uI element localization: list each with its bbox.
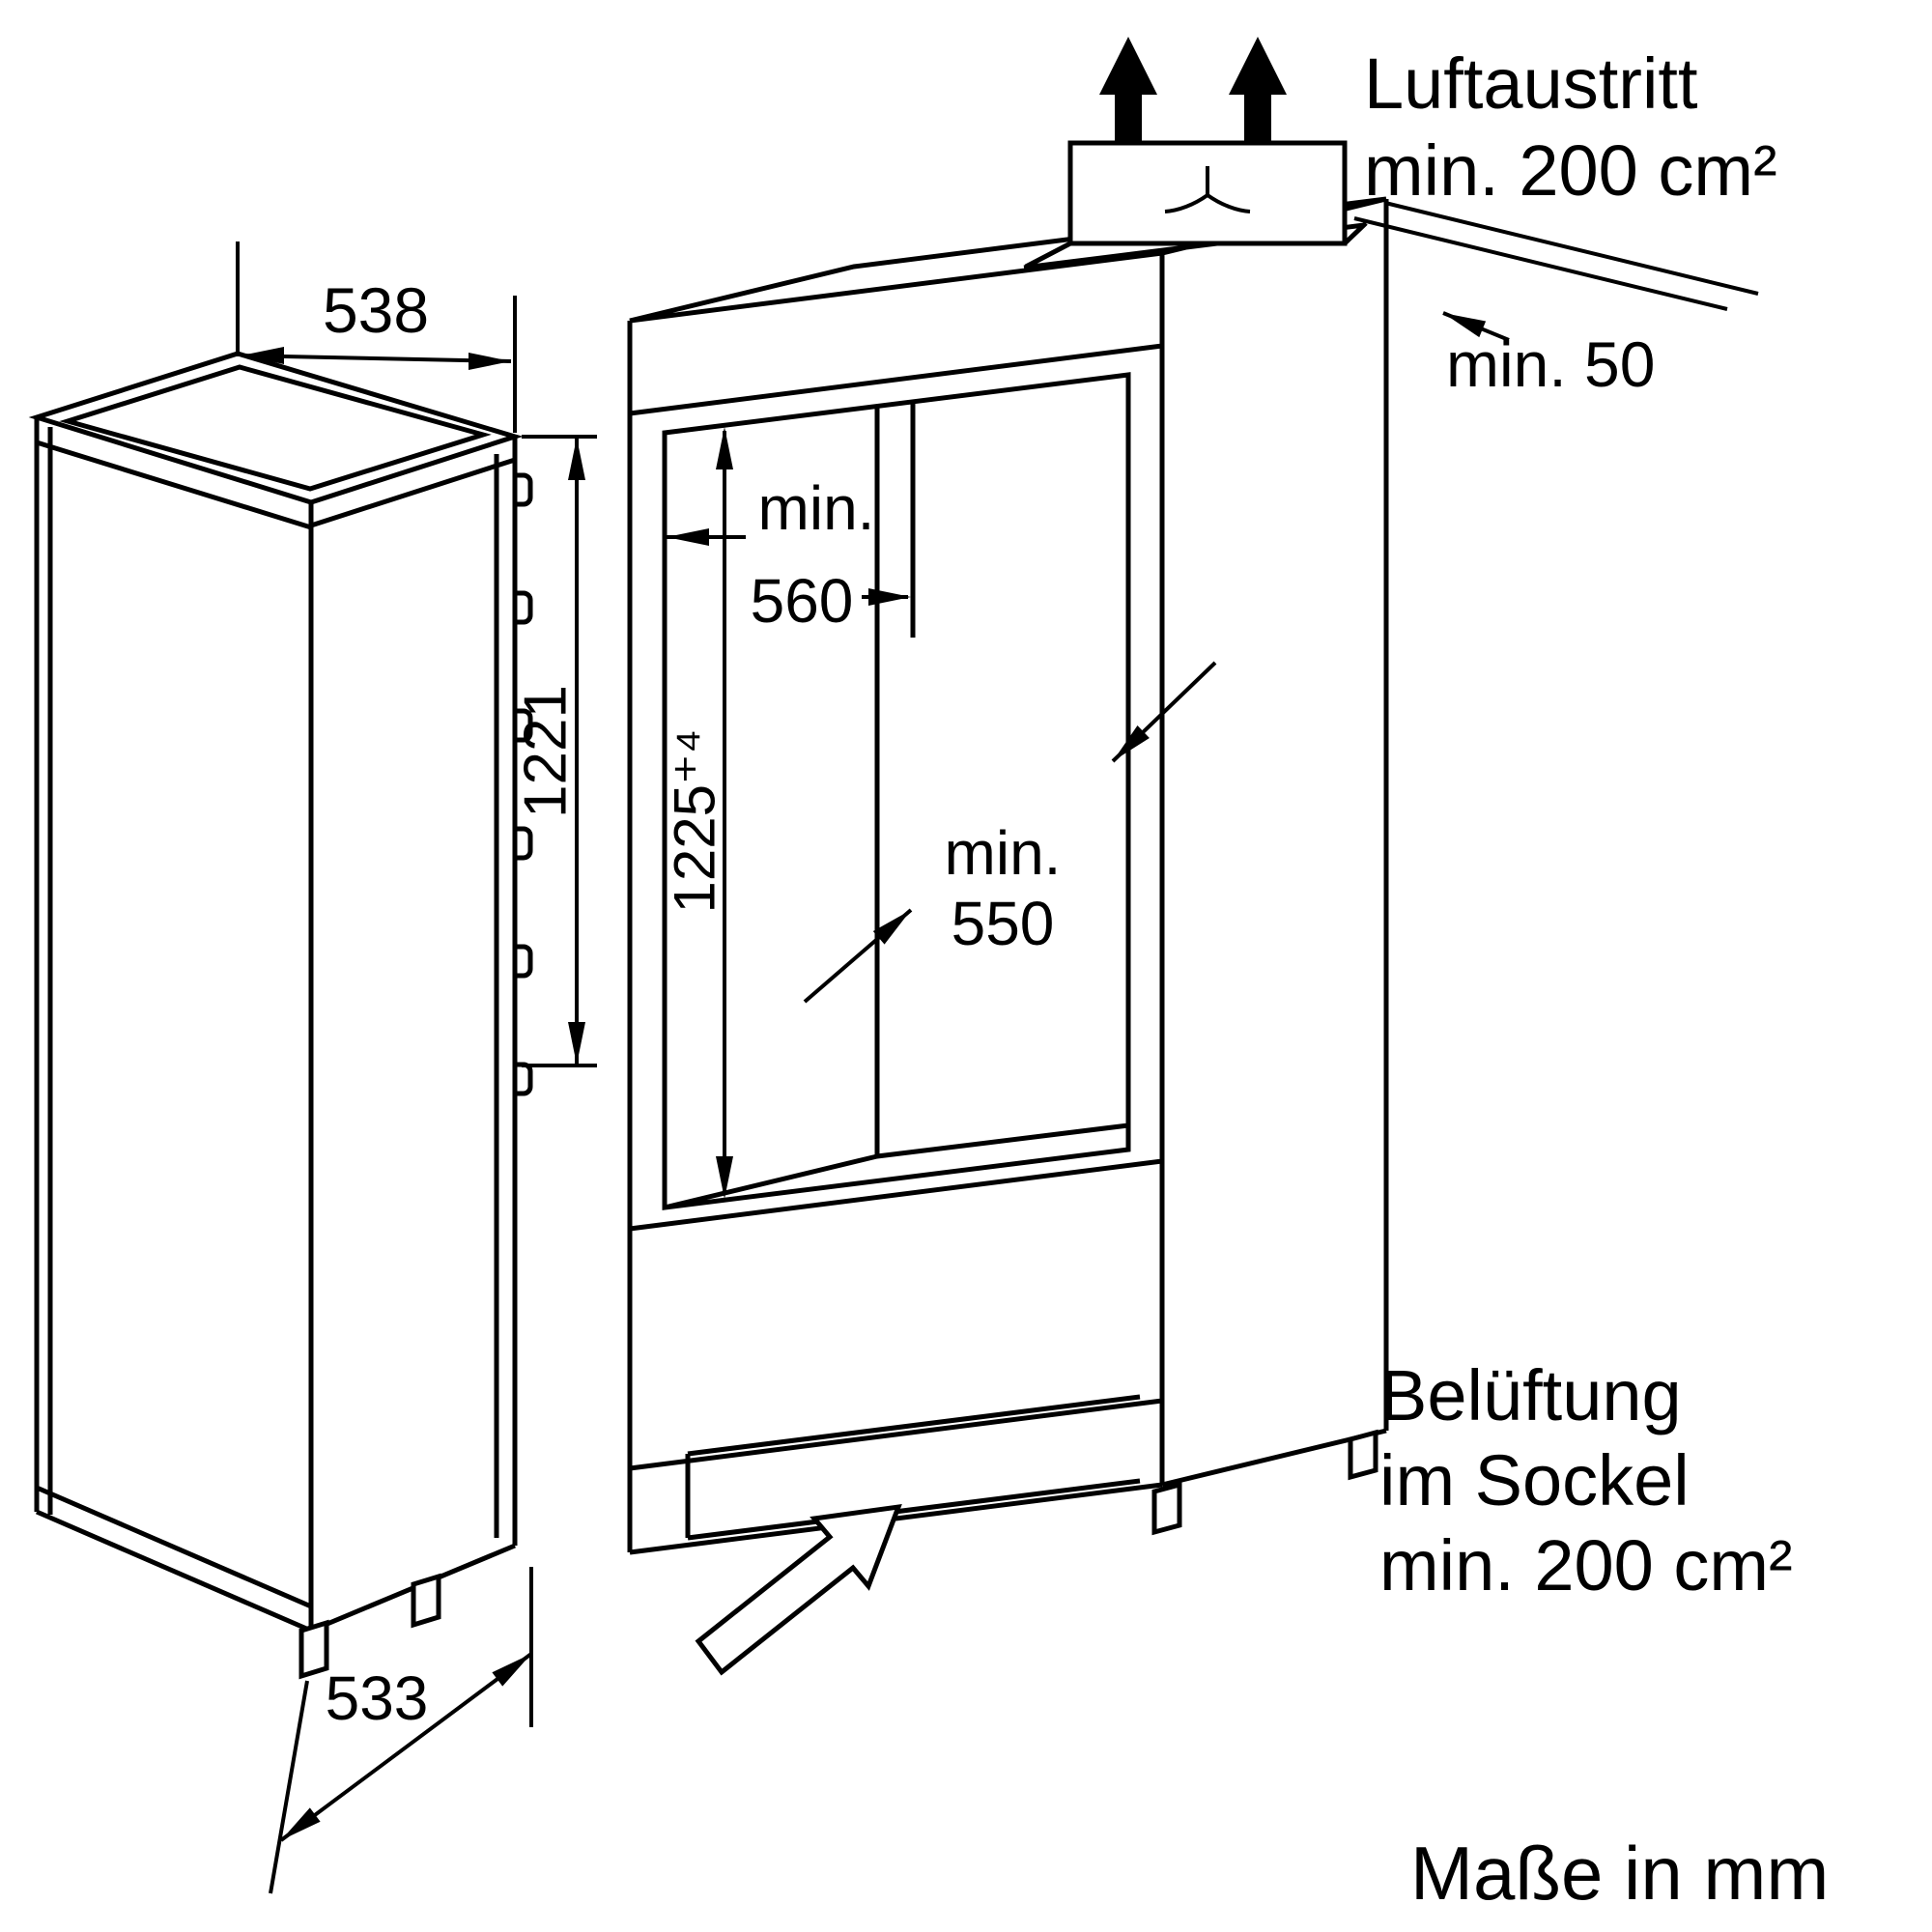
cabinet-feet [1151,1429,1378,1536]
appliance-height-dimension: 1221 [513,435,597,1067]
niche-width-value: 560 [751,566,854,636]
base-ventilation-label: Belüftung im Sockel min. 200 cm² [1379,1355,1793,1605]
dimension-lines [522,435,597,1067]
niche-depth-dimension: min. 550 [803,818,1062,1004]
cabinet-drawing [627,37,1389,1676]
appliance-width-dimension: 538 [236,242,517,433]
base-airflow-arrow-icon [695,1503,902,1676]
appliance-hinges [512,472,533,1096]
base-ventilation-line1: Belüftung [1379,1355,1682,1435]
appliance-feet [298,1573,441,1680]
air-outlet-label-line1: Luftaustritt [1364,43,1698,124]
appliance-drawing [28,351,533,1680]
appliance-height-value: 1221 [513,685,580,818]
vent-symbol-icon [1164,166,1251,213]
arrowheads [872,910,911,945]
niche-width-prefix: min. [758,473,875,543]
dimension-lines [236,242,517,433]
appliance-depth-value: 533 [326,1663,429,1733]
arrowhead [1113,725,1150,761]
side-panel-pointer [1111,661,1217,763]
air-outlet-label: Luftaustritt min. 200 cm² [1364,43,1777,211]
rear-clearance-indicator: min. 50 [1353,201,1759,400]
arrowheads [667,528,911,606]
appliance-depth-dimension: 533 [269,1567,533,1894]
airflow-up-arrows-icon [1099,37,1287,141]
base-ventilation-line2: im Sockel [1379,1440,1690,1520]
wall-gap-lines [1353,201,1759,342]
units-note: Maße in mm [1410,1831,1829,1916]
appliance-width-value: 538 [323,274,429,346]
niche-depth-value: 550 [952,889,1055,958]
niche-width-dimension: min. 560 [667,473,911,636]
niche-height-dimension: 1225⁺⁴ [663,427,733,1199]
base-ventilation-line3: min. 200 cm² [1379,1525,1793,1605]
niche-height-value: 1225⁺⁴ [663,729,727,914]
dimension-lines [269,1567,533,1894]
rear-clearance-label: min. 50 [1446,328,1655,400]
arrowheads [281,1654,531,1840]
niche-depth-prefix: min. [945,818,1062,888]
arrowhead [1443,313,1487,338]
air-outlet-label-line2: min. 200 cm² [1364,130,1777,211]
appliance-outline [28,351,524,1634]
